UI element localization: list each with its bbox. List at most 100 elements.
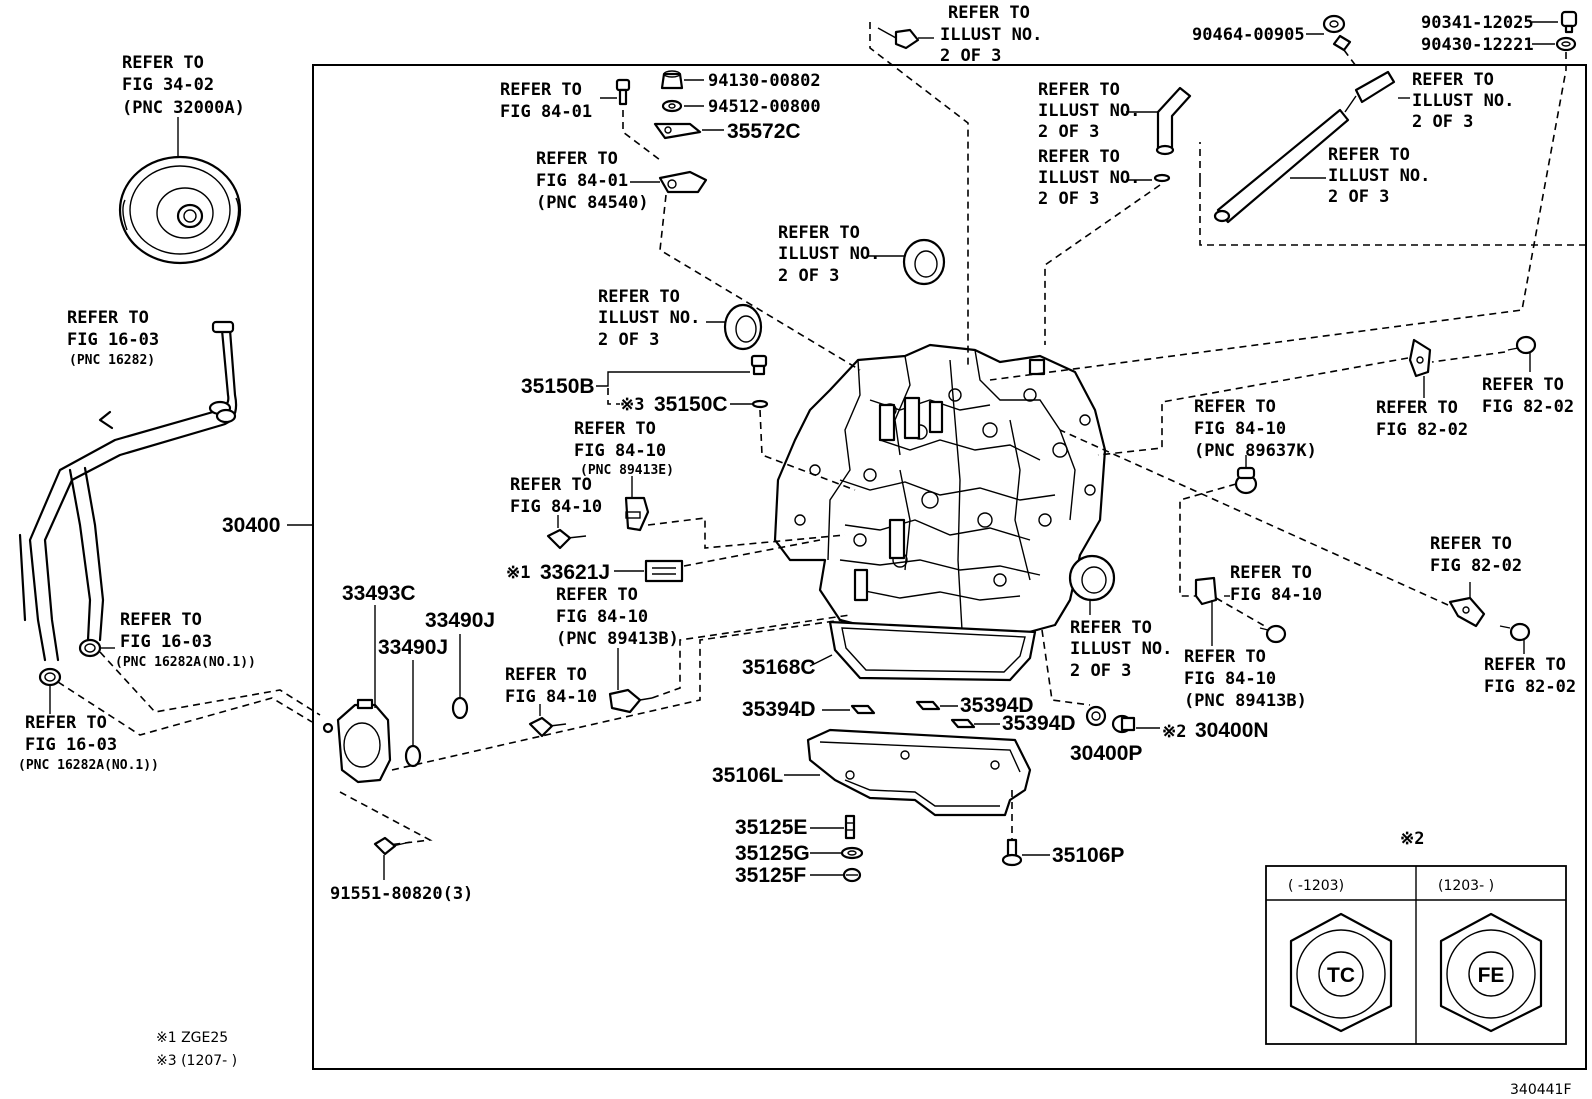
transaxle-case[interactable] — [773, 343, 1107, 642]
torque-converter[interactable] — [118, 155, 242, 265]
ref-bolt-82-02-b-l2: FIG 82-02 — [1484, 677, 1576, 697]
bolt-fig-84-01[interactable] — [615, 78, 631, 106]
label-90430: 90430-12221 — [1421, 35, 1534, 55]
grommet-94130[interactable] — [660, 70, 684, 90]
stamp-tc-text: TC — [1327, 964, 1355, 987]
sensor-89413B-right[interactable] — [1194, 576, 1218, 606]
bolt-91551[interactable] — [373, 836, 411, 856]
ref-seal-left-l3: 2 OF 3 — [598, 330, 659, 350]
sensor-fig-84-01[interactable] — [658, 170, 708, 194]
oil-pan-magnet-c[interactable] — [950, 718, 976, 729]
bolt-fig-84-10-a[interactable] — [546, 528, 587, 550]
ref-bracket-82-02-a-l2: FIG 82-02 — [1376, 420, 1468, 440]
ref-bolt-84-10-b-l2: FIG 84-10 — [505, 687, 597, 707]
ref-clamp-b-l3: (PNC 16282A(NO.1)) — [18, 758, 159, 773]
bolt-fig-84-10-c[interactable] — [1259, 624, 1287, 644]
ref-torque-converter-l3: (PNC 32000A) — [122, 98, 245, 118]
o-ring-35150C[interactable] — [751, 399, 769, 409]
label-35394D-c: 35394D — [1002, 712, 1076, 735]
ref-bracket-82-02-b-l2: FIG 82-02 — [1430, 556, 1522, 576]
plug-stamp-tc — [1289, 912, 1393, 1033]
stamp-fe-text: FE — [1478, 964, 1505, 987]
gasket-90430[interactable] — [1555, 36, 1577, 52]
plate-33621J[interactable] — [644, 559, 684, 583]
ref-pipe-long-l3: 2 OF 3 — [1328, 187, 1389, 207]
ref-bolt-82-02-a-l2: FIG 82-02 — [1482, 397, 1574, 417]
mark-3-35150C: ※3 — [620, 395, 644, 415]
ref-bolt-84-01-l2: FIG 84-01 — [500, 102, 592, 122]
label-35394D-b: 35394D — [960, 694, 1034, 717]
ref-seal-right-l1: REFER TO — [1070, 618, 1152, 638]
oil-strainer-33493C[interactable] — [322, 698, 392, 784]
ref-oring-small-l2: ILLUST NO. — [1038, 168, 1140, 188]
ref-oring-small-l1: REFER TO — [1038, 147, 1120, 167]
ref-seal-top-l2: ILLUST NO. — [778, 244, 880, 264]
inset-mark: ※2 — [1400, 829, 1424, 849]
mark-2-30400N: ※2 — [1162, 722, 1186, 742]
plug-gasket-30400P[interactable] — [1085, 705, 1107, 727]
label-30400N: 30400N — [1195, 719, 1269, 742]
oil-pan[interactable] — [806, 728, 1032, 817]
oil-pipe-long[interactable] — [1213, 70, 1396, 224]
ref-89413B-right-l1: REFER TO — [1184, 647, 1266, 667]
sensor-89637K[interactable] — [1234, 466, 1258, 495]
ref-89413B-left-l2: FIG 84-10 — [556, 607, 648, 627]
oil-pan-magnet-b[interactable] — [915, 700, 941, 711]
bolt-fig-84-10-b[interactable] — [528, 716, 567, 738]
ref-clamp-a-l1: REFER TO — [120, 610, 202, 630]
hose-clamp-upper[interactable] — [78, 638, 102, 658]
oil-seal-top[interactable] — [902, 238, 946, 286]
ref-cooler-hose-l3: (PNC 16282) — [69, 353, 155, 368]
bracket-35572C[interactable] — [653, 122, 702, 140]
bracket-fig-82-02-b[interactable] — [1448, 596, 1486, 628]
ref-cooler-hose-l2: FIG 16-03 — [67, 330, 159, 350]
drain-plug-gasket[interactable] — [840, 846, 864, 860]
bolt-fig-82-02-b[interactable] — [1499, 622, 1531, 642]
sensor-89413B-left[interactable] — [608, 688, 653, 714]
ref-seal-top-l1: REFER TO — [778, 223, 860, 243]
union-bolt-90341[interactable] — [1560, 10, 1578, 34]
ref-bolt-84-10-a-l2: FIG 84-10 — [510, 497, 602, 517]
top-bolt[interactable] — [877, 27, 920, 50]
inset-col1-header: ( -1203) — [1288, 878, 1344, 894]
plug-35150B[interactable] — [750, 354, 768, 376]
hose-clamp-lower[interactable] — [38, 667, 62, 687]
oil-seal-left[interactable] — [723, 303, 763, 351]
plug-stamp-fe — [1439, 912, 1543, 1033]
bracket-fig-82-02-a[interactable] — [1408, 338, 1432, 378]
oil-seal-right[interactable] — [1068, 554, 1116, 602]
label-90464: 90464-00905 — [1192, 25, 1305, 45]
drain-plug-35125F[interactable] — [842, 867, 862, 883]
oil-pan-gasket[interactable] — [828, 620, 1037, 682]
mark-1-33621J: ※1 — [506, 563, 530, 583]
label-33490J-b: 33490J — [425, 609, 495, 632]
oil-pan-bolt[interactable] — [1001, 838, 1023, 867]
washer-94512[interactable] — [661, 99, 683, 113]
ref-pipe-elbow-l3: 2 OF 3 — [1038, 122, 1099, 142]
label-91551: 91551-80820(3) — [330, 884, 473, 904]
o-ring-33490J-b[interactable] — [451, 696, 469, 720]
plug-30400N[interactable] — [1111, 714, 1136, 734]
sensor-89413E[interactable] — [624, 496, 650, 532]
oil-pipe-elbow[interactable] — [1155, 86, 1192, 156]
label-35106P: 35106P — [1052, 844, 1124, 867]
o-ring-small[interactable] — [1153, 173, 1171, 183]
ref-seal-right-l2: ILLUST NO. — [1070, 639, 1172, 659]
ref-sensor-84-01-l2: FIG 84-01 — [536, 171, 628, 191]
gasket-90464[interactable] — [1322, 14, 1352, 52]
bolt-fig-82-02-a[interactable] — [1507, 335, 1537, 355]
ref-89413E-l2: FIG 84-10 — [574, 441, 666, 461]
ref-top-bolt-l2: ILLUST NO. — [940, 25, 1042, 45]
ref-89413B-left-l3: (PNC 89413B) — [556, 629, 679, 649]
ref-89637K-l3: (PNC 89637K) — [1194, 441, 1317, 461]
oil-pan-magnet-a[interactable] — [850, 704, 876, 715]
label-35572C: 35572C — [727, 120, 801, 143]
ref-seal-left-l1: REFER TO — [598, 287, 680, 307]
ref-pipe-long-l2: ILLUST NO. — [1328, 166, 1430, 186]
o-ring-33490J-a[interactable] — [404, 744, 422, 768]
oil-cooler-hose[interactable] — [18, 320, 238, 662]
footnote-3: ※3 (1207- ) — [156, 1053, 237, 1069]
ref-89413E-l1: REFER TO — [574, 419, 656, 439]
drain-plug-35125E[interactable] — [844, 814, 856, 840]
